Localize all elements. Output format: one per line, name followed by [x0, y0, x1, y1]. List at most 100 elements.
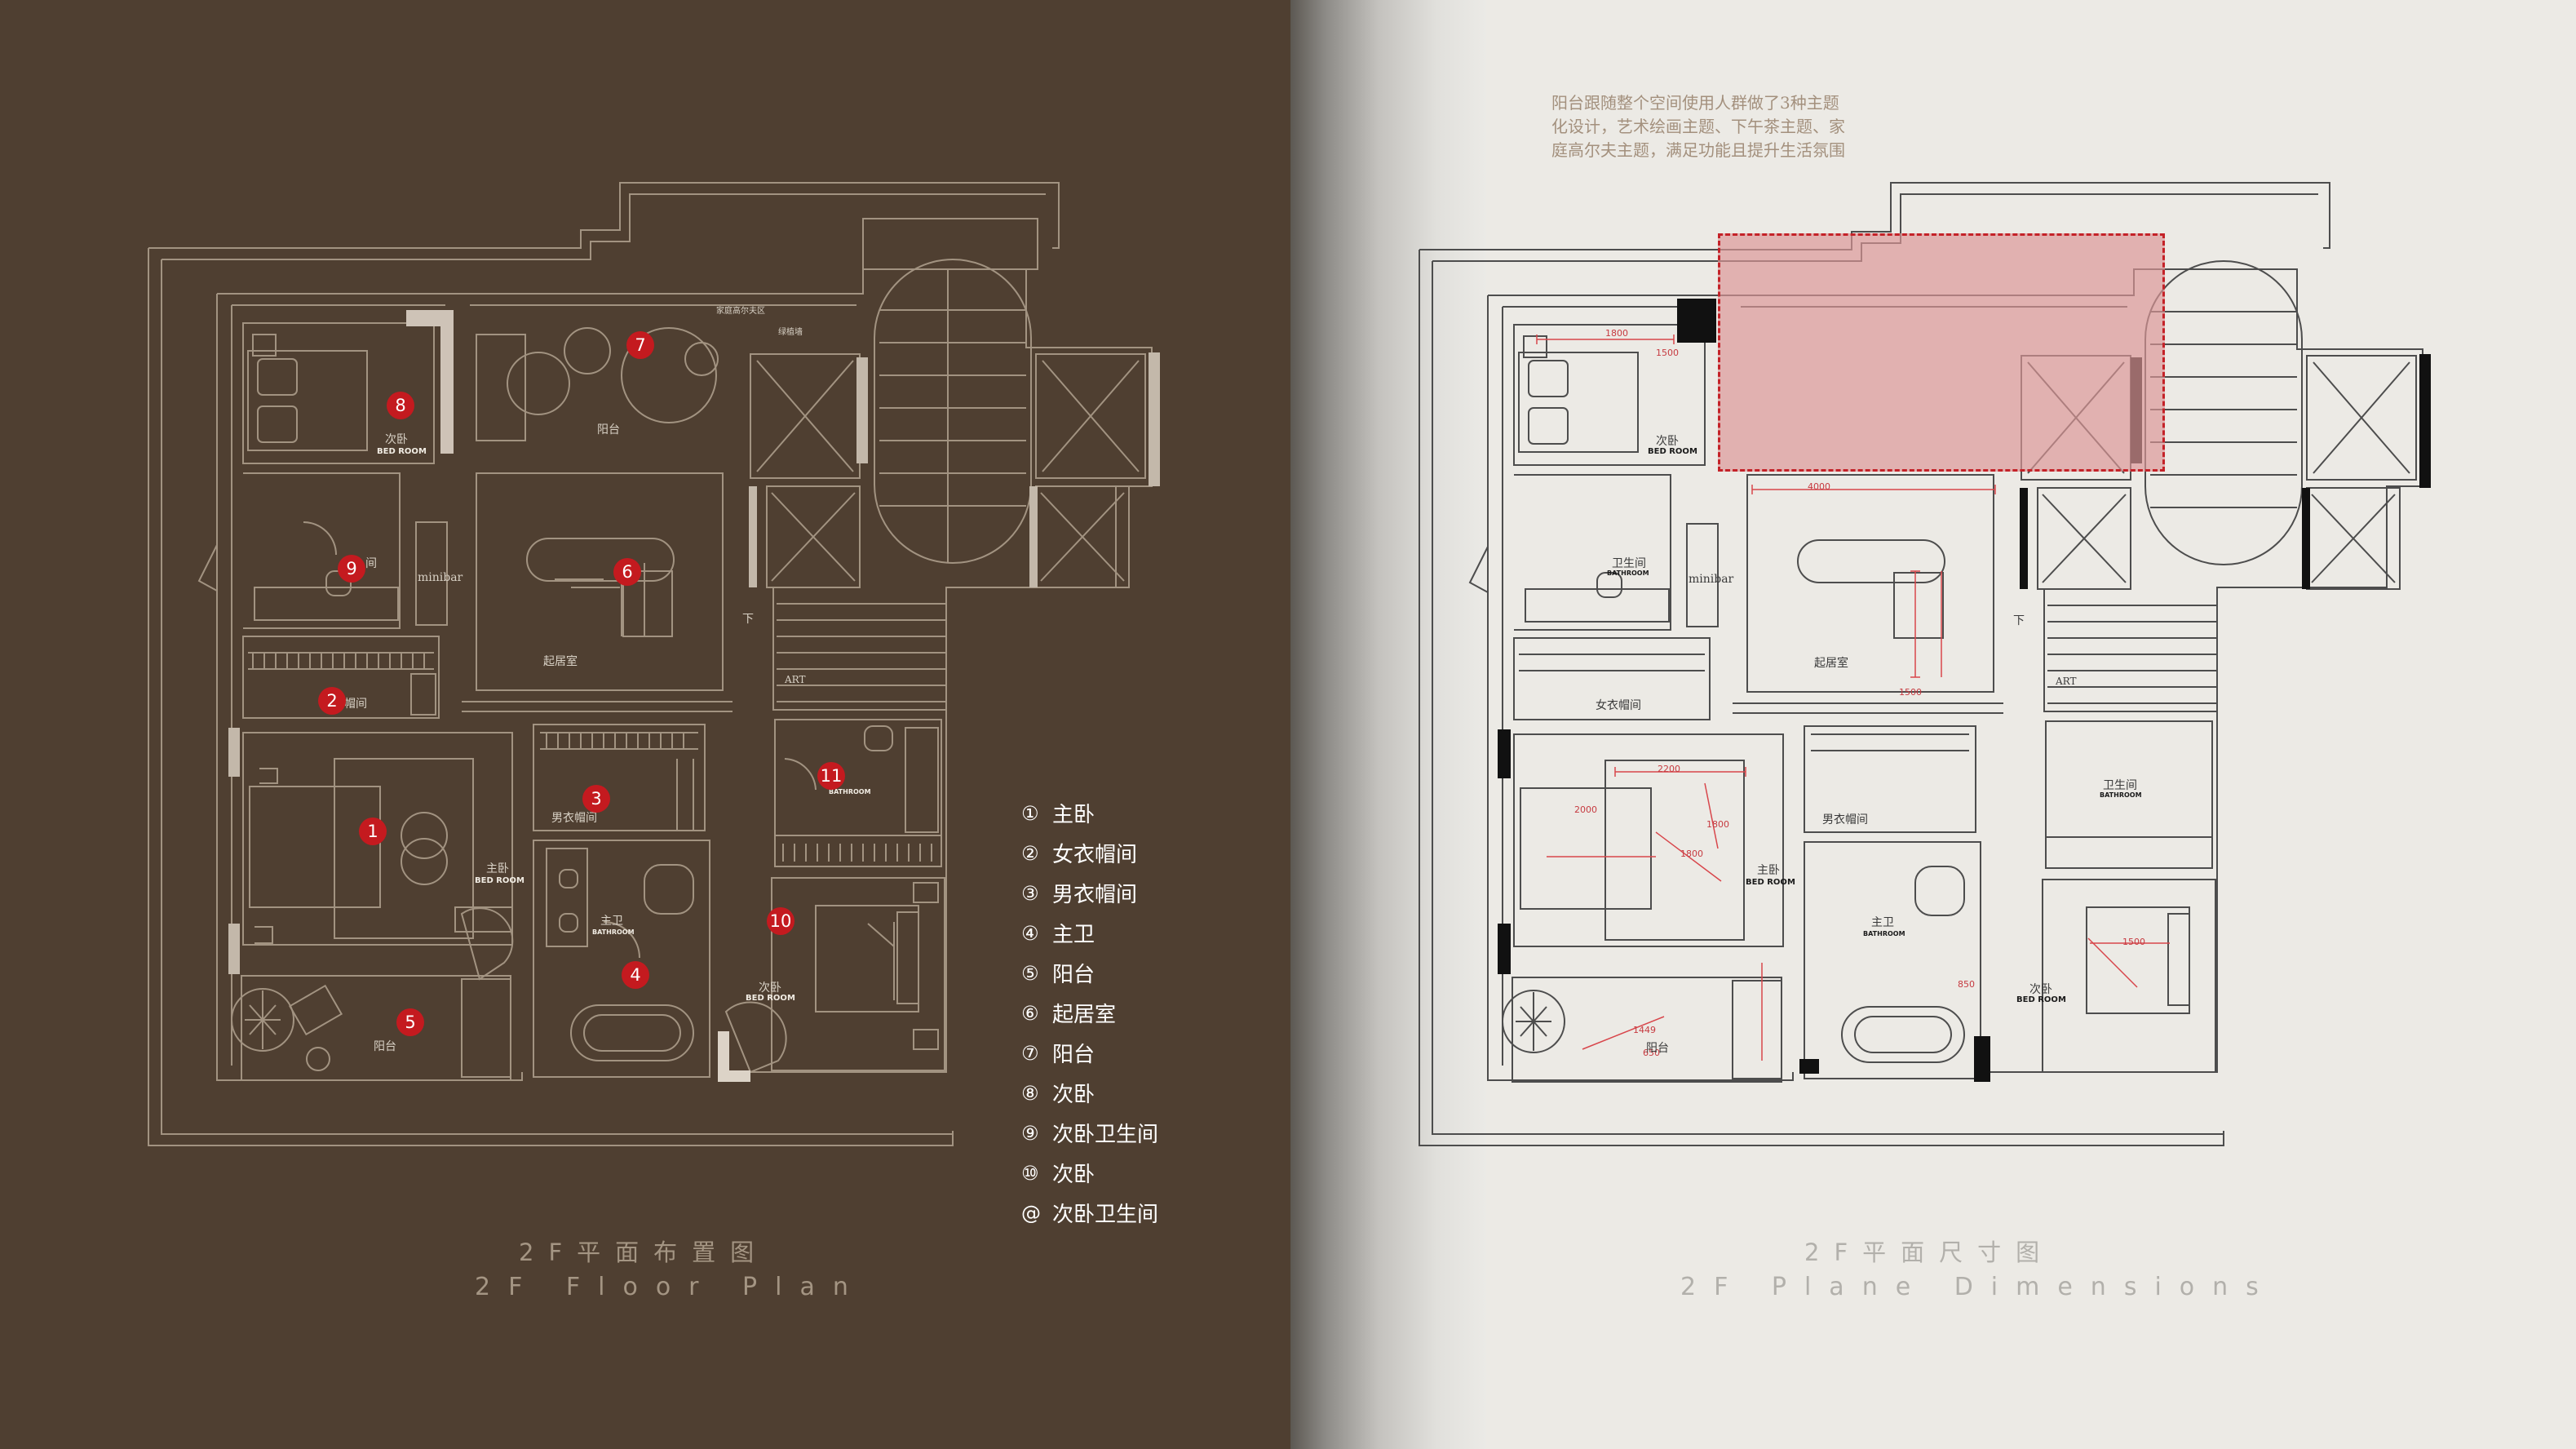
right-room-bedroom-right-cn: 次卧	[2029, 983, 2052, 996]
legend-label: 阳台	[1052, 1043, 1095, 1067]
legend-label: 主卫	[1052, 923, 1095, 947]
legend-number: ①	[1021, 801, 1039, 825]
right-room-bath-right-en: BATHROOM	[2100, 791, 2142, 799]
legend-number: ④	[1021, 921, 1039, 945]
left-room-womens-closet: 帽间	[344, 698, 367, 711]
right-room-balcony: 阳台	[1646, 1042, 1669, 1055]
marker-7: 7	[626, 331, 654, 359]
left-room-bedroom-right-cn: 次卧	[759, 982, 781, 995]
legend-label: 起居室	[1052, 1003, 1117, 1027]
right-room-bath-top-en: BATHROOM	[1607, 569, 1649, 577]
legend-label: 阳台	[1052, 963, 1095, 987]
right-art-label: ART	[2056, 676, 2077, 687]
right-dim-850: 850	[1958, 979, 1975, 990]
marker-2: 2	[318, 687, 346, 715]
left-stair-down: 下	[742, 613, 754, 626]
legend-label: 次卧卫生间	[1052, 1203, 1159, 1227]
left-room-balcony-top: 阳台	[597, 423, 620, 436]
page-fold-shadow	[1290, 0, 1486, 1449]
left-room-bath-cn: 主卫	[600, 915, 623, 928]
legend-item: ③ 男衣帽间	[1021, 873, 1158, 913]
right-room-womens-closet: 女衣帽间	[1596, 699, 1641, 712]
right-dim-1800b: 1800	[1680, 849, 1703, 859]
right-dim-650: 650	[1643, 1048, 1660, 1058]
legend-number: ⑤	[1021, 961, 1039, 985]
legend-item: ② 女衣帽间	[1021, 833, 1158, 873]
left-caption-cn: 2F平面布置图	[519, 1239, 769, 1266]
left-room-master-en: BED ROOM	[475, 876, 524, 885]
right-room-living: 起居室	[1814, 657, 1848, 670]
right-room-bath-cn: 主卫	[1871, 916, 1894, 929]
floor-plan-drawing	[148, 182, 1160, 1146]
marker-10: 10	[767, 907, 794, 935]
legend-number: ⑨	[1021, 1121, 1039, 1145]
right-dim-1500b: 1500	[1899, 687, 1922, 698]
marker-5: 5	[396, 1008, 424, 1036]
legend-label: 主卧	[1052, 803, 1095, 827]
right-room-bedroom-right-en: BED ROOM	[2016, 995, 2066, 1004]
right-dim-1449: 1449	[1633, 1025, 1656, 1035]
marker-4: 4	[622, 961, 649, 989]
marker-3: 3	[582, 785, 610, 813]
legend-label: 男衣帽间	[1052, 883, 1138, 907]
marker-1: 1	[359, 818, 387, 845]
left-room-golf-area: 家庭高尔夫区	[716, 307, 765, 316]
marker-9: 9	[338, 555, 365, 583]
legend-item: ④ 主卫	[1021, 913, 1158, 953]
right-dim-4000: 4000	[1808, 481, 1830, 492]
right-room-bath-right-cn: 卫生间	[2103, 779, 2137, 792]
legend-item: ⑨ 次卧卫生间	[1021, 1113, 1158, 1153]
left-room-bedroom-top-en: BED ROOM	[377, 447, 427, 456]
right-room-minibar: minibar	[1689, 573, 1734, 586]
right-caption-en: 2F Plane Dimensions	[1680, 1273, 2277, 1301]
left-room-green-wall: 绿植墙	[778, 328, 803, 337]
right-dim-1800: 1800	[1605, 328, 1628, 339]
legend-number: ②	[1021, 841, 1039, 865]
left-room-balcony-bottom: 阳台	[374, 1040, 396, 1053]
right-room-master-en: BED ROOM	[1746, 878, 1795, 887]
legend-label: 女衣帽间	[1052, 843, 1138, 867]
left-room-mens-closet: 男衣帽间	[551, 812, 597, 825]
left-room-living: 起居室	[543, 655, 578, 668]
right-stair-down: 下	[2013, 614, 2025, 627]
legend-label: 次卧卫生间	[1052, 1123, 1159, 1147]
right-dim-1500c: 1500	[2122, 937, 2145, 947]
right-room-bedroom-top-cn: 次卧	[1656, 435, 1679, 448]
legend-item: ⑤ 阳台	[1021, 953, 1158, 993]
left-room-minibar: minibar	[418, 571, 463, 584]
legend-number: @	[1021, 1201, 1041, 1225]
left-room-master-cn: 主卧	[486, 862, 509, 875]
balcony-theme-note: 阳台跟随整个空间使用人群做了3种主题化设计，艺术绘画主题、下午茶主题、家庭高尔夫…	[1551, 93, 1845, 160]
right-caption-cn: 2F平面尺寸图	[1804, 1239, 2055, 1266]
left-room-bath-en: BATHROOM	[592, 928, 635, 936]
balcony-highlight-area	[1718, 233, 2165, 472]
right-room-mens-closet: 男衣帽间	[1822, 813, 1868, 826]
right-dim-1800c: 1800	[1706, 819, 1729, 830]
right-room-bath-en: BATHROOM	[1863, 930, 1905, 937]
left-room-bath-small: 间	[365, 557, 377, 570]
right-room-bedroom-top-en: BED ROOM	[1648, 447, 1697, 456]
legend-item: ⑧ 次卧	[1021, 1073, 1158, 1113]
left-room-bedroom-right-en: BED ROOM	[746, 994, 795, 1003]
marker-6: 6	[613, 558, 641, 586]
right-dim-1500: 1500	[1656, 348, 1679, 358]
legend-number: ⑩	[1021, 1161, 1039, 1185]
right-dim-2200: 2200	[1658, 764, 1680, 774]
left-art-label: ART	[785, 674, 806, 685]
legend-label: 次卧	[1052, 1083, 1095, 1107]
marker-11: 11	[817, 762, 845, 790]
legend-item: ⑦ 阳台	[1021, 1033, 1158, 1073]
legend-number: ⑦	[1021, 1041, 1039, 1065]
legend-item: ① 主卧	[1021, 793, 1158, 833]
right-room-master-cn: 主卧	[1757, 864, 1780, 877]
right-panel-dimensions	[1486, 0, 2576, 1449]
marker-8: 8	[387, 392, 414, 419]
right-room-bath-top-cn: 卫生间	[1612, 557, 1646, 570]
legend-number: ⑧	[1021, 1081, 1039, 1105]
left-room-bath-right-en: BATHROOM	[829, 788, 871, 795]
legend-number: ③	[1021, 881, 1039, 905]
legend-item: @ 次卧卫生间	[1021, 1193, 1158, 1233]
